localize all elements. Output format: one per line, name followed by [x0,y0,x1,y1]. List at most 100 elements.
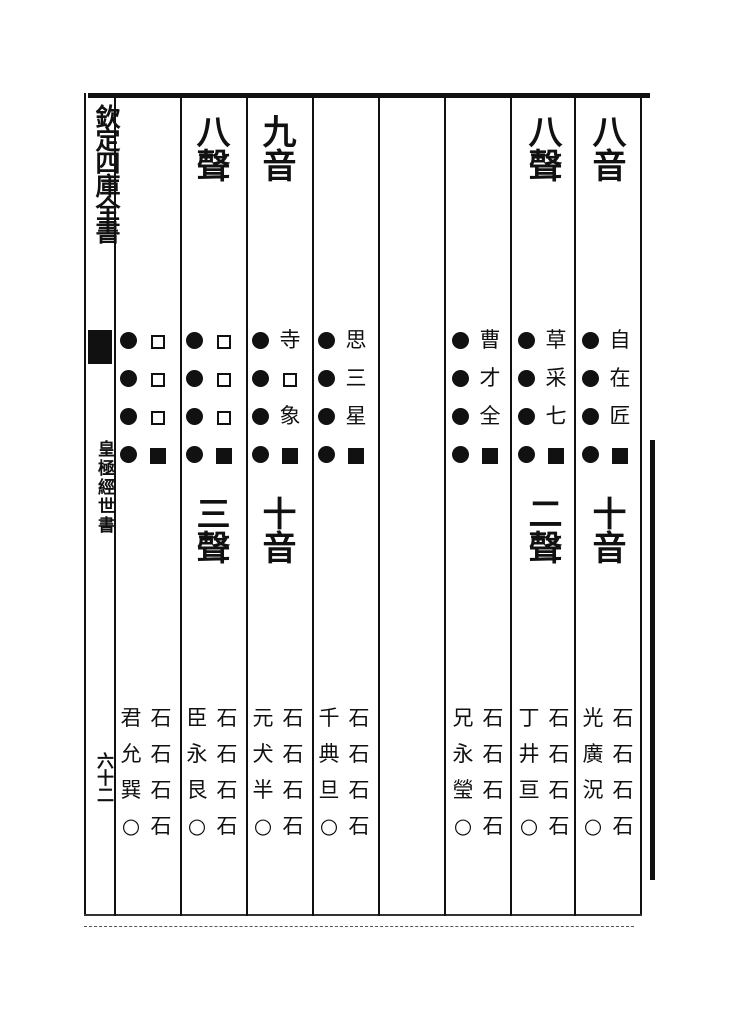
filled-circle-icon [252,332,269,349]
column-c7: 八聲三聲臣石永石艮石○石 [180,98,244,916]
lower-row: 永石 [446,737,510,773]
empty-square-mark [144,326,172,354]
upper-row [512,438,576,476]
filled-circle-icon [518,332,535,349]
lower-cell-right: 石 [282,778,304,802]
lower-cell-left: 元 [252,706,274,730]
upper-table: 草采七 [512,324,576,476]
filled-circle-icon [518,370,535,387]
upper-row [114,362,178,400]
lower-row: 元石 [246,701,310,737]
lower-cell-right: 石 [348,814,370,838]
lower-row: 瑩石 [446,773,510,809]
lower-row: 典石 [312,737,376,773]
filled-circle-icon [452,408,469,425]
lower-row: 君石 [114,701,178,737]
filled-circle-icon [120,408,137,425]
column-heading-lower: 二聲 [522,496,562,564]
lower-table: 元石犬石半石○石 [246,701,310,845]
lower-row: ○石 [246,809,310,845]
upper-cell: 全 [479,404,501,428]
lower-cell-right: 石 [282,742,304,766]
upper-cell: 匠 [609,404,631,428]
filled-square-mark [276,440,304,468]
filled-circle-icon [120,446,137,463]
upper-cell: 曹 [479,328,501,352]
upper-row: 草 [512,324,576,362]
upper-row: 采 [512,362,576,400]
filled-square-icon [216,447,232,464]
upper-cell: 采 [545,366,567,390]
frame-bottom-border [84,914,642,916]
column-heading-lower: 三聲 [190,496,230,564]
upper-row: 象 [246,400,310,438]
lower-cell-right: 石 [150,814,172,838]
lower-table: 兄石永石瑩石○石 [446,701,510,845]
lower-cell-left: 亘 [518,778,540,802]
filled-circle-icon [186,408,203,425]
lower-cell-left: 君 [120,706,142,730]
column-c3: 曹才全兄石永石瑩石○石 [446,98,510,916]
upper-row: 自 [576,324,640,362]
lower-cell-right: 石 [150,706,172,730]
lower-cell-right: 石 [548,706,570,730]
lower-row: 井石 [512,737,576,773]
lower-cell-right: 石 [548,778,570,802]
lower-table: 光石廣石況石○石 [576,701,640,845]
lower-cell-left: 井 [518,742,540,766]
upper-cell: 思 [345,328,367,352]
lower-cell-right: 石 [216,742,238,766]
upper-row [312,438,376,476]
upper-row [114,400,178,438]
lower-row: 千石 [312,701,376,737]
lower-row: ○石 [446,809,510,845]
lower-cell-left: ○ [519,814,539,838]
empty-square-mark [210,364,238,392]
lower-cell-left: 兄 [452,706,474,730]
upper-row: 星 [312,400,376,438]
filled-square-icon [282,447,298,464]
frame-bottom-dashed [84,926,634,928]
column-divider [510,98,512,916]
upper-row: 思 [312,324,376,362]
column-divider [444,98,446,916]
lower-row: 允石 [114,737,178,773]
filled-circle-icon [518,446,535,463]
filled-circle-icon [452,446,469,463]
column-divider [312,98,314,916]
lower-row: 廣石 [576,737,640,773]
lower-cell-left: 丁 [518,706,540,730]
filled-circle-icon [120,332,137,349]
column-c2: 八聲二聲草采七丁石井石亘石○石 [512,98,576,916]
lower-row: ○石 [180,809,244,845]
lower-cell-right: 石 [282,814,304,838]
lower-cell-left: ○ [187,814,207,838]
upper-table [114,324,178,476]
lower-cell-right: 石 [348,706,370,730]
empty-square-icon [151,410,165,425]
right-edge-rail [650,440,655,880]
column-heading-top: 八音 [586,114,626,182]
lower-cell-right: 石 [348,742,370,766]
filled-circle-icon [452,332,469,349]
filled-circle-icon [582,446,599,463]
filled-circle-icon [252,446,269,463]
upper-cell: 在 [609,366,631,390]
filled-square-mark [606,440,634,468]
lower-cell-left: 臣 [186,706,208,730]
lower-row: 臣石 [180,701,244,737]
upper-table [180,324,244,476]
frame-right-border [640,93,642,916]
lower-row: 旦石 [312,773,376,809]
filled-square-icon [348,447,364,464]
upper-row: 三 [312,362,376,400]
lower-table: 千石典石旦石○石 [312,701,376,845]
upper-cell: 七 [545,404,567,428]
filled-circle-icon [318,446,335,463]
upper-row [114,324,178,362]
lower-cell-left: 永 [186,742,208,766]
upper-row [180,400,244,438]
empty-square-icon [151,372,165,387]
column-c6: 九音十音寺象元石犬石半石○石 [246,98,310,916]
filled-circle-icon [582,370,599,387]
